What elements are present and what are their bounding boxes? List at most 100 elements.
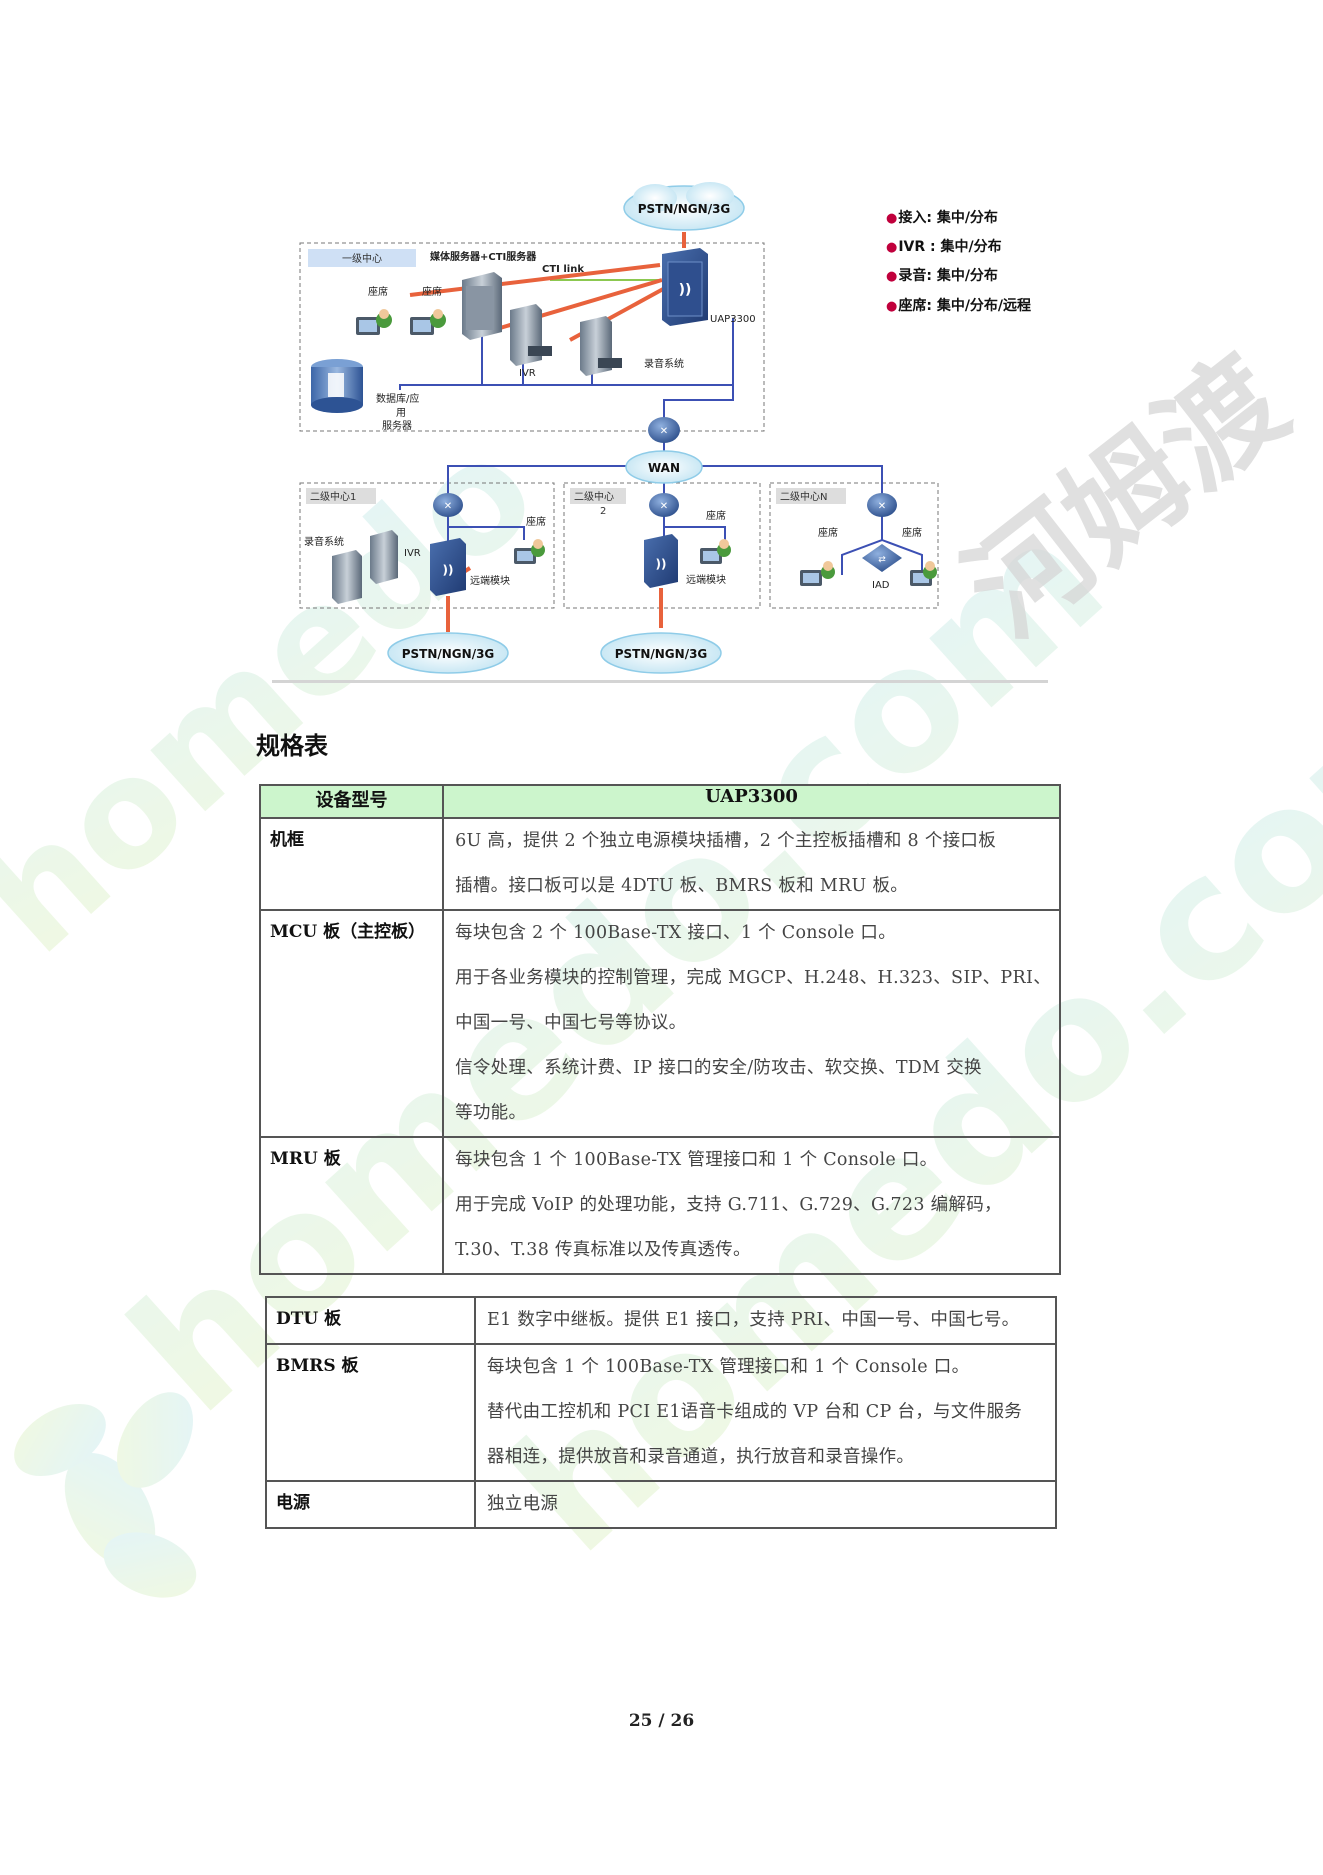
diagram-legend: ●接入: 集中/分布 ●IVR : 集中/分布 ●录音: 集中/分布 ●座席: … — [886, 204, 1046, 317]
svg-text:)): )) — [679, 282, 692, 298]
desc-line: 每块包含 2 个 100Base-TX 接口、1 个 Console 口。 — [455, 923, 897, 943]
primary-center-tag: 一级中心 — [342, 252, 382, 265]
remote-module-s1-icon: )) — [430, 538, 466, 596]
uap3300-icon: )) — [662, 248, 708, 326]
secondary-2-tag-2: 2 — [600, 506, 606, 517]
ivr-server-s1-icon — [370, 530, 398, 584]
seat-label-sn2: 座席 — [902, 526, 922, 539]
bottom-cloud-2: PSTN/NGN/3G — [600, 632, 722, 674]
seat-label-sn1: 座席 — [818, 526, 838, 539]
row-label: 机框 — [258, 817, 445, 911]
svg-text:✕: ✕ — [660, 426, 668, 437]
page-number: 25 / 26 — [628, 1711, 695, 1731]
seat-label-s1: 座席 — [526, 515, 546, 528]
row-desc: 每块包含 1 个 100Base-TX 管理接口和 1 个 Console 口。… — [474, 1343, 1057, 1482]
spec-table-1: 设备型号 UAP3300 机框 6U 高，提供 2 个独立电源模块插槽，2 个主… — [258, 784, 1061, 1275]
wan-cloud: WAN — [625, 450, 703, 484]
agent-s2-icon — [700, 539, 731, 564]
table-row: MRU 板 每块包含 1 个 100Base-TX 管理接口和 1 个 Cons… — [258, 1136, 1061, 1275]
agent-s1-icon — [514, 539, 545, 564]
top-cloud-label: PSTN/NGN/3G — [638, 202, 731, 216]
row-desc: 独立电源 — [474, 1480, 1057, 1529]
legend-item: ●座席: 集中/分布/远程 — [886, 298, 1032, 314]
agent-icon-p2 — [410, 309, 446, 335]
secondary-2-router-icon: ✕ — [649, 493, 679, 517]
row-desc: 每块包含 2 个 100Base-TX 接口、1 个 Console 口。 用于… — [442, 909, 1061, 1138]
media-server-label: 媒体服务器+CTI服务器 — [429, 250, 537, 263]
spec-table-2: DTU 板 E1 数字中继板。提供 E1 接口，支持 PRI、中国一号、中国七号… — [265, 1296, 1057, 1529]
secondary-1-router-icon: ✕ — [433, 493, 463, 517]
table-row: 机框 6U 高，提供 2 个独立电源模块插槽，2 个主控板插槽和 8 个接口板 … — [258, 817, 1061, 911]
desc-line: 信令处理、系统计费、IP 接口的安全/防攻击、软交换、TDM 交换 — [455, 1058, 982, 1078]
table-header-row: 设备型号 UAP3300 — [258, 784, 1061, 819]
desc-line: 6U 高，提供 2 个独立电源模块插槽，2 个主控板插槽和 8 个接口板 — [455, 831, 997, 851]
row-desc: E1 数字中继板。提供 E1 接口，支持 PRI、中国一号、中国七号。 — [474, 1296, 1057, 1345]
media-server-icon — [462, 272, 502, 340]
svg-text:)): )) — [656, 557, 667, 571]
agent-sn1-icon — [800, 561, 835, 586]
secondary-n-router-icon: ✕ — [867, 493, 897, 517]
secondary-center-n-box — [769, 482, 939, 609]
primary-router-icon: ✕ — [648, 417, 680, 443]
row-label: DTU 板 — [265, 1296, 476, 1345]
desc-line: 用于完成 VoIP 的处理功能，支持 G.711、G.729、G.723 编解码… — [455, 1195, 1002, 1215]
table-row: DTU 板 E1 数字中继板。提供 E1 接口，支持 PRI、中国一号、中国七号… — [265, 1296, 1057, 1345]
db-label-2: 用 — [396, 408, 406, 419]
db-label-3: 服务器 — [382, 419, 412, 432]
bottom-cloud-1: PSTN/NGN/3G — [387, 632, 509, 674]
seat-label-s2: 座席 — [706, 509, 726, 522]
desc-line: T.30、T.38 传真标准以及传真透传。 — [455, 1240, 751, 1260]
seat-label-p2: 座席 — [422, 285, 442, 298]
uap-label: UAP3300 — [710, 314, 756, 325]
agent-sn2-icon — [910, 561, 937, 586]
svg-text:)): )) — [443, 563, 454, 577]
desc-line: 中国一号、中国七号等协议。 — [455, 1013, 687, 1033]
svg-text:✕: ✕ — [444, 501, 452, 512]
svg-text:✕: ✕ — [878, 501, 886, 512]
row-label: 电源 — [265, 1480, 476, 1529]
row-label: MCU 板（主控板） — [258, 909, 445, 1138]
desc-line: 替代由工控机和 PCI E1语音卡组成的 VP 台和 CP 台，与文件服务 — [487, 1402, 1023, 1422]
network-diagram-graphic: PSTN/NGN/3G 一级中心 媒体服务器+CTI服务器 CTI link 座… — [299, 182, 939, 674]
legend-item: ●接入: 集中/分布 — [886, 210, 998, 226]
bottom-cloud-2-label: PSTN/NGN/3G — [615, 647, 708, 661]
secondary-center-1-box — [299, 482, 555, 609]
remote-label-s2: 远端模块 — [686, 573, 726, 586]
table-row: MCU 板（主控板） 每块包含 2 个 100Base-TX 接口、1 个 Co… — [258, 909, 1061, 1138]
database-icon — [311, 359, 363, 413]
ivr-server-icon — [510, 304, 552, 366]
table-row: BMRS 板 每块包含 1 个 100Base-TX 管理接口和 1 个 Con… — [265, 1343, 1057, 1482]
desc-line: 每块包含 1 个 100Base-TX 管理接口和 1 个 Console 口。 — [455, 1150, 938, 1170]
section-title: 规格表 — [256, 731, 328, 760]
iad-label: IAD — [872, 580, 890, 591]
legend-item: ●录音: 集中/分布 — [886, 268, 998, 284]
row-label: MRU 板 — [258, 1136, 445, 1275]
diagram-divider — [272, 680, 1048, 683]
desc-line: 插槽。接口板可以是 4DTU 板、BMRS 板和 MRU 板。 — [455, 876, 909, 896]
iad-icon: ⇄ — [862, 544, 902, 572]
desc-line: 独立电源 — [487, 1494, 559, 1514]
network-diagram: PSTN/NGN/3G 一级中心 媒体服务器+CTI服务器 CTI link 座… — [270, 170, 1070, 690]
secondary-n-tag: 二级中心N — [780, 490, 827, 503]
header-cell-model: 设备型号 — [258, 784, 445, 819]
row-desc: 每块包含 1 个 100Base-TX 管理接口和 1 个 Console 口。… — [442, 1136, 1061, 1275]
table-row: 电源 独立电源 — [265, 1480, 1057, 1529]
recording-label-s1: 录音系统 — [304, 535, 344, 548]
desc-line: 用于各业务模块的控制管理，完成 MGCP、H.248、H.323、SIP、PRI… — [455, 968, 1051, 988]
header-cell-uap: UAP3300 — [442, 784, 1061, 819]
ivr-label-s1: IVR — [404, 548, 421, 559]
recording-server-icon — [580, 316, 622, 376]
svg-text:✕: ✕ — [660, 501, 668, 512]
db-label-1: 数据库/应 — [376, 392, 419, 405]
top-cloud: PSTN/NGN/3G — [623, 182, 745, 231]
svg-text:⇄: ⇄ — [878, 555, 886, 565]
bottom-cloud-1-label: PSTN/NGN/3G — [402, 647, 495, 661]
row-desc: 6U 高，提供 2 个独立电源模块插槽，2 个主控板插槽和 8 个接口板 插槽。… — [442, 817, 1061, 911]
recording-label-p: 录音系统 — [644, 357, 684, 370]
desc-line: 等功能。 — [455, 1103, 527, 1123]
secondary-1-tag: 二级中心1 — [310, 490, 356, 503]
wan-label: WAN — [648, 461, 680, 475]
desc-line: E1 数字中继板。提供 E1 接口，支持 PRI、中国一号、中国七号。 — [487, 1310, 1020, 1330]
recording-server-s1-icon — [332, 550, 362, 604]
remote-module-s2-icon: )) — [644, 534, 678, 588]
